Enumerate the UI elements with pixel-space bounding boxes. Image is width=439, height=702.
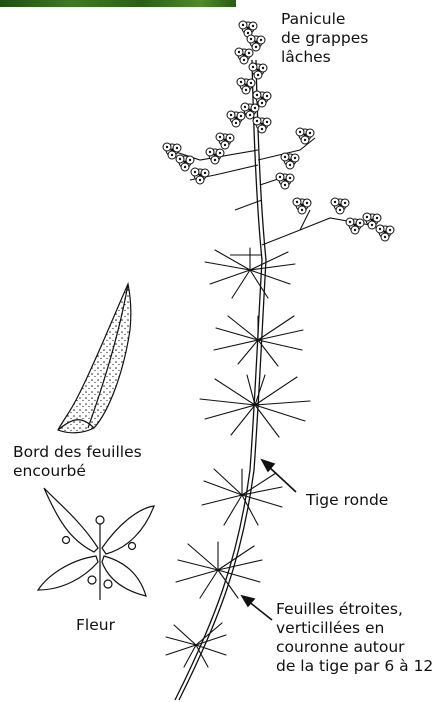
- label-leaf-edge: Bord des feuilles encourbé: [13, 443, 142, 481]
- flower-detail-drawing: [38, 488, 154, 600]
- leaf-detail-drawing: [58, 284, 131, 433]
- label-leaves: Feuilles étroites, verticillées en couro…: [276, 600, 433, 676]
- label-stem: Tige ronde: [306, 491, 388, 510]
- label-panicle: Panicule de grappes lâches: [281, 10, 368, 67]
- panicle-branches: [170, 138, 370, 255]
- label-arrows: [242, 460, 296, 620]
- label-flower: Fleur: [76, 616, 115, 635]
